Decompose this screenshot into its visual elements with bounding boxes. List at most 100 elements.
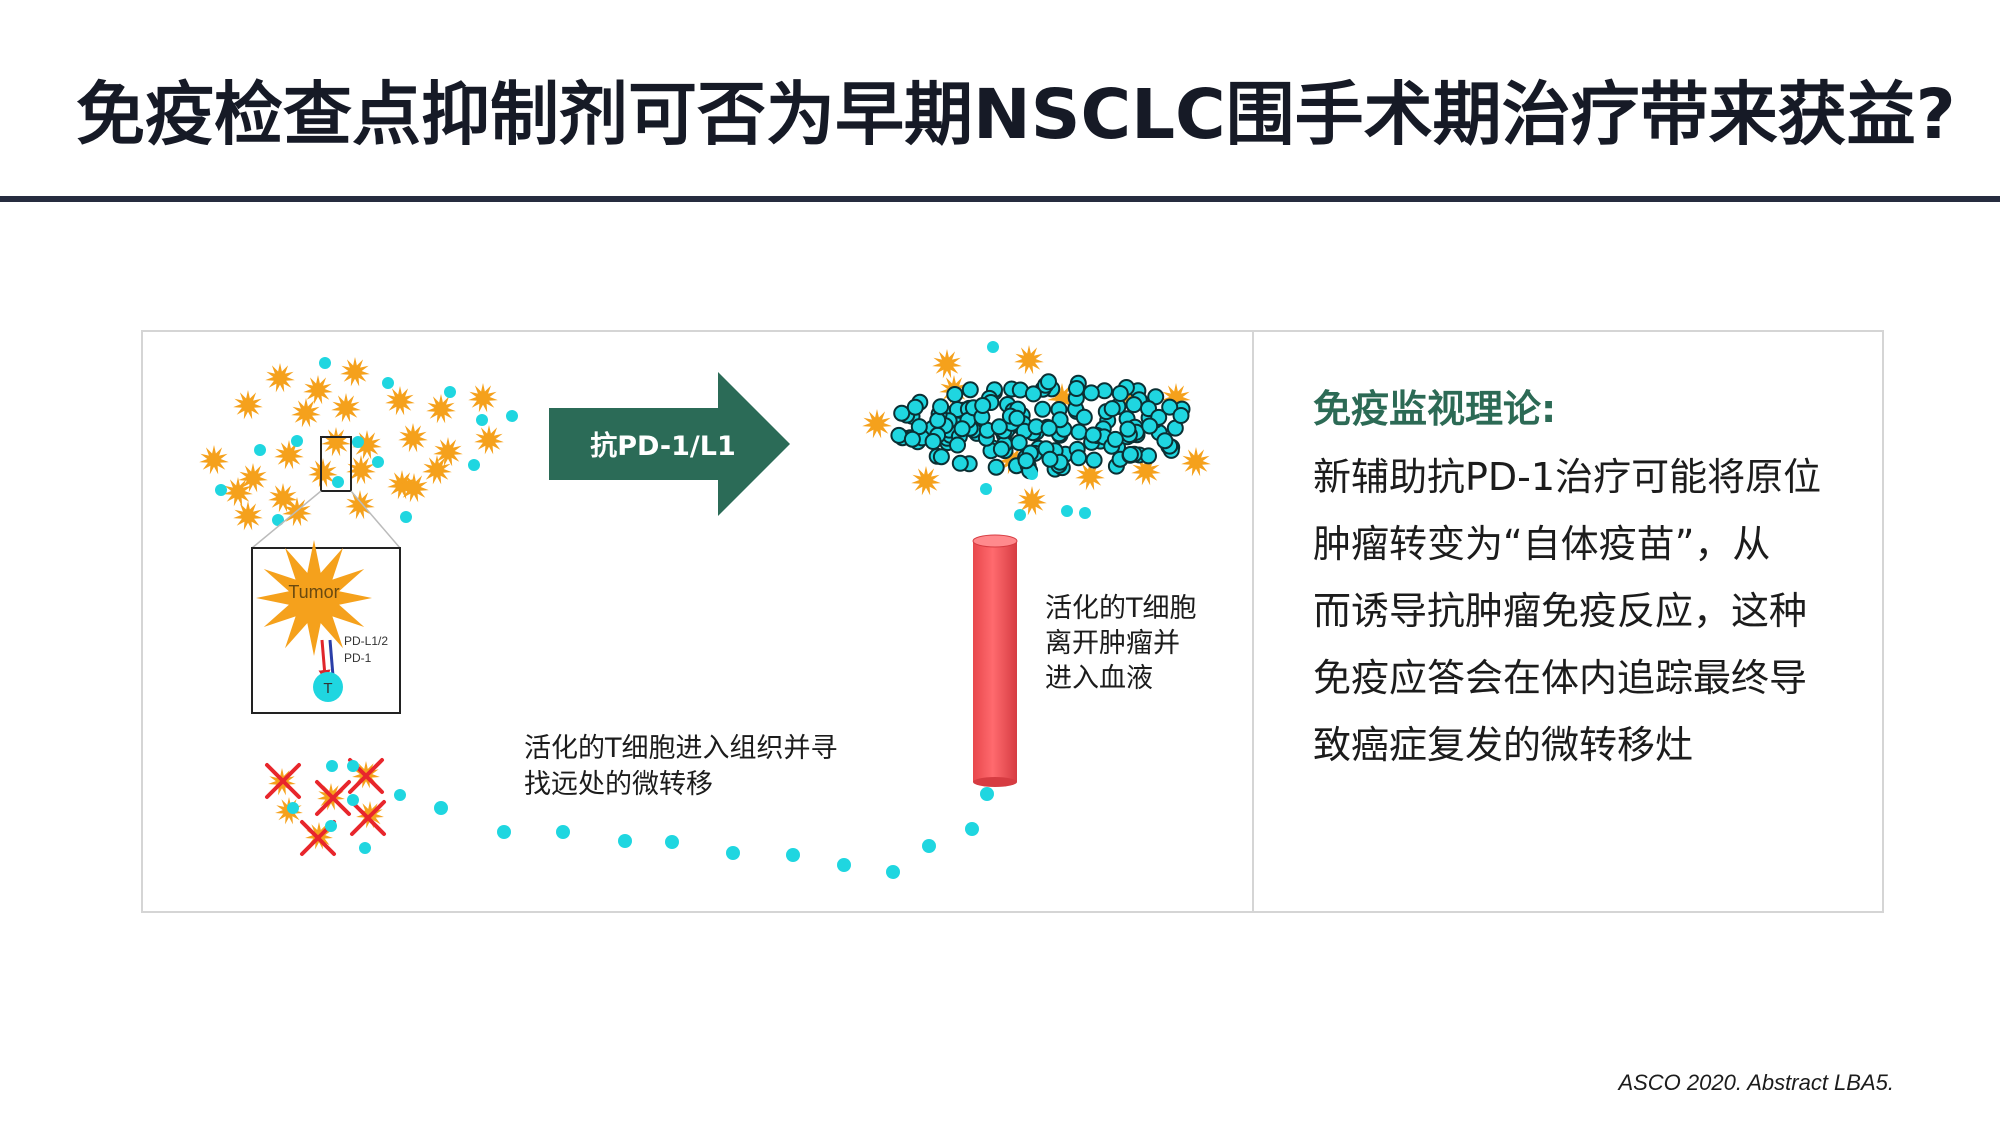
activated-t-cell [929,411,947,429]
tumor-cell [340,357,370,387]
activated-t-cell [1070,423,1088,441]
theory-line-5: 致癌症复发的微转移灶 [1313,723,1694,767]
title-underline [0,196,2000,202]
activated-t-cell [992,440,1010,458]
metastasis-cluster [265,758,406,856]
activated-t-cell [932,448,950,466]
tumor-cell [268,483,298,513]
activated-t-cell [903,430,921,448]
citation: ASCO 2020. Abstract LBA5. [1618,1070,1894,1095]
tumor-cluster-after [862,341,1211,521]
t-cell [400,511,412,523]
tumor-cell [1014,345,1044,375]
tumor-cell [911,466,941,496]
tumor-cell [331,393,361,423]
circulating-t-cell [726,846,740,860]
killed-cell-cross [265,763,301,799]
activated-t-cell [1040,419,1058,437]
content-panel [141,330,1884,913]
tumor-cell [352,430,382,460]
zoom-box [320,436,352,492]
activated-t-cell [1121,446,1139,463]
circulating-t-cell [965,822,979,836]
t-cell [372,456,384,468]
circulating-t-cell [922,839,936,853]
activated-t-cell [893,404,911,422]
t-cell [394,789,406,801]
activated-t-cell [946,386,964,403]
activated-t-cell [1082,384,1100,402]
t-cell [347,794,359,806]
t-cell [215,484,227,496]
activated-t-cell [1156,432,1174,450]
blood-vessel [972,534,1018,787]
circulating-t-cell [618,834,632,848]
tumor-cell [433,437,463,467]
activated-t-cell [1051,411,1069,429]
theory-line-4: 免疫应答会在体内追踪最终导 [1313,656,1808,700]
activated-t-cell [1017,452,1035,470]
activated-t-cell [1103,400,1121,418]
activated-t-cell [1125,396,1143,414]
tumor-cell [426,394,456,424]
tumor-cell [346,455,376,485]
activated-t-cell [1010,434,1028,452]
tumor-cell [1181,447,1211,477]
tumor-cell [422,455,452,485]
tumor-cell [468,383,498,413]
activated-t-cell [1119,420,1137,438]
activated-t-cell [987,458,1005,476]
t-cell [291,435,303,447]
circulating-t-cell [556,825,570,839]
tumor-cell [233,501,263,531]
inset-tcell [313,672,343,702]
circulating-t-cell [837,858,851,872]
t-cell [1061,505,1073,517]
killed-cell-cross [350,800,386,836]
slide-title: 免疫检查点抑制剂可否为早期NSCLC围手术期治疗带来获益? [76,75,1956,155]
activated-t-cell [1075,408,1093,426]
activated-t-cell [1140,447,1157,465]
activated-t-cell [910,418,928,436]
tumor-cell [932,349,962,379]
tumor-cell [385,386,415,416]
anti-pd1-label: 抗PD-1/L1 [590,430,736,462]
activated-t-cell [924,433,942,450]
tumor-cell [1017,486,1047,516]
activated-t-cell [1172,407,1190,424]
activated-t-cell [951,454,969,472]
activated-t-cell [953,420,971,438]
tissue-caption: 活化的T细胞进入组织并寻 找远处的微转移 [524,733,846,800]
tumor-cell [303,375,333,405]
activated-t-cell [1084,426,1102,444]
activated-t-cell [949,436,966,454]
circulating-t-cell [886,865,900,879]
t-cell [347,760,359,772]
tumor-cell [399,473,429,503]
activated-t-cell [932,398,950,416]
zoom-connector-left [251,490,322,549]
t-cell [287,802,299,814]
theory-line-3: 而诱导抗肿瘤免疫反应，这种 [1313,589,1808,633]
t-cell [476,414,488,426]
theory-heading: 免疫监视理论: [1313,387,1557,431]
tumor-cell [474,425,504,455]
t-cell [987,341,999,353]
activated-t-cell [1161,398,1179,416]
circulating-t-cell [497,825,511,839]
tumor-cell [1131,456,1161,486]
t-cell [332,476,344,488]
tumor-cell [291,398,321,428]
tumor-cell [233,390,263,420]
tumor-cell [274,440,304,470]
tumor-cell [308,458,338,488]
inset-box: Tumor PD-L1/2 PD-1 T [251,540,401,714]
theory-line-1: 新辅助抗PD-1治疗可能将原位 [1313,455,1822,499]
tumor-cell [223,477,253,507]
tcell-trail [434,787,994,879]
activated-t-cell [1034,400,1052,418]
activated-t-cell [1141,417,1159,435]
tumor-cell [265,363,295,393]
killed-cell-cross [315,780,351,816]
inset-tumor-label: Tumor [288,582,339,602]
